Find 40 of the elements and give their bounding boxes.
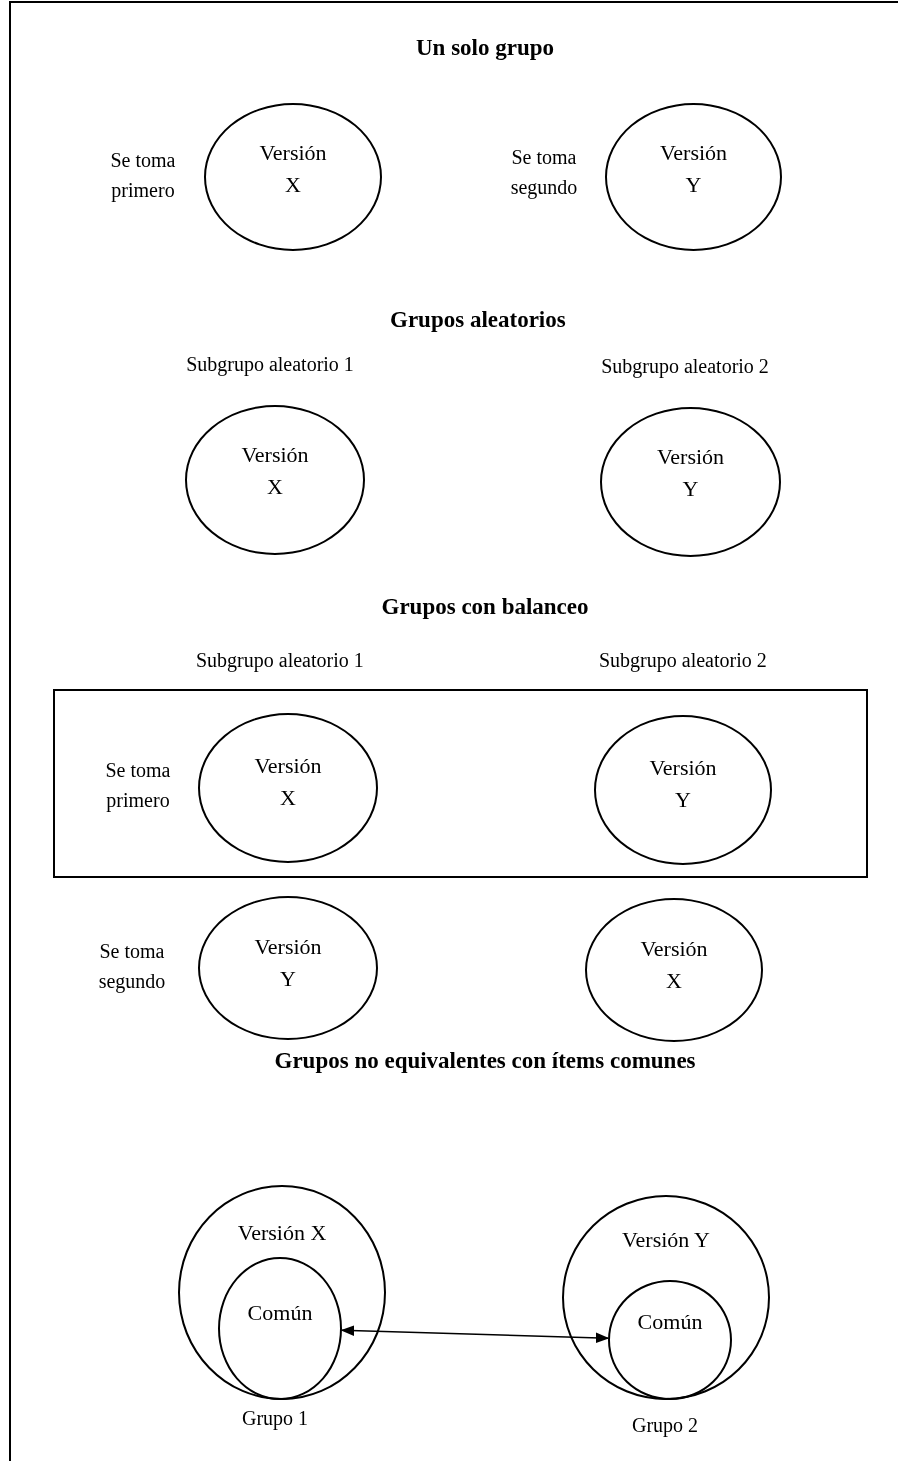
circle-node [562, 1195, 770, 1400]
node-label: Subgrupo aleatorio 1 [185, 352, 355, 378]
node-label: Se toma primero [104, 758, 172, 814]
column-label: Subgrupo aleatorio 1 [196, 648, 364, 674]
node-label: Versión Y [253, 933, 323, 993]
circle-node [600, 407, 781, 557]
node-label: Versión X [258, 139, 328, 199]
circle-node [605, 103, 782, 251]
group-frame [53, 689, 868, 878]
section-heading: Grupos con balanceo [381, 593, 589, 621]
circle-node [608, 1280, 732, 1400]
circle-node [218, 1257, 342, 1400]
node-label: Grupo 2 [630, 1413, 700, 1439]
circle-node [185, 405, 365, 555]
node-label: Versión Y [621, 1226, 711, 1254]
circle-node [178, 1185, 386, 1400]
circle-node [585, 898, 763, 1042]
section-heading: Grupos aleatorios [390, 306, 566, 334]
node-label: Versión X [236, 1219, 328, 1247]
node-label: Versión X [240, 441, 310, 501]
double-arrow [340, 1325, 610, 1344]
node-label: Se toma segundo [509, 145, 579, 201]
section-heading: Un solo grupo [416, 34, 555, 62]
node-label: Versión X [639, 935, 709, 995]
node-label: Versión Y [648, 754, 718, 814]
node-label: Subgrupo aleatorio 2 [600, 354, 770, 380]
circle-node [204, 103, 382, 251]
circle-node [594, 715, 772, 865]
node-label: Se toma primero [109, 148, 177, 204]
node-label: Común [636, 1308, 704, 1336]
column-label: Subgrupo aleatorio 2 [599, 648, 767, 674]
circle-node [198, 713, 378, 863]
circle-node [198, 896, 378, 1040]
node-label: Versión Y [658, 139, 729, 199]
section-heading: Grupos no equivalentes con ítems comunes [274, 1047, 696, 1075]
node-label: Versión X [253, 752, 323, 812]
node-label: Grupo 1 [240, 1406, 310, 1432]
node-label: Versión Y [655, 443, 726, 503]
node-label: Común [246, 1299, 314, 1327]
node-label: Se toma segundo [97, 939, 167, 995]
